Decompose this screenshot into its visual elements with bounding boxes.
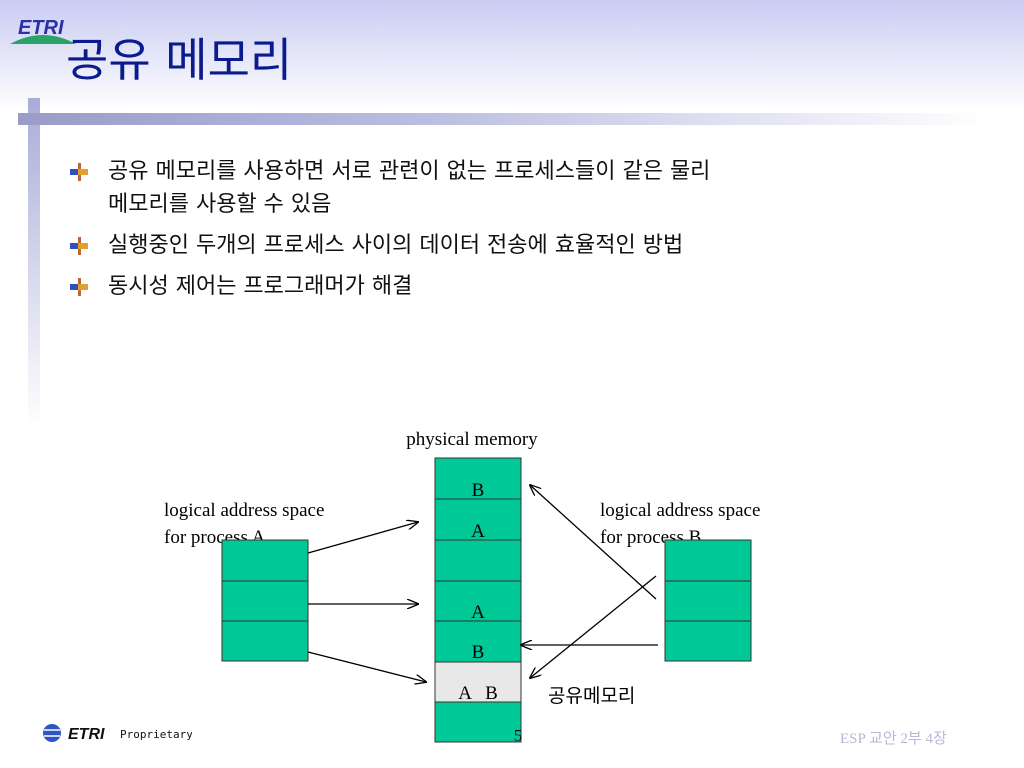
globe-icon — [43, 724, 61, 742]
shared-frame-label: A B — [458, 683, 498, 704]
frame-label: B — [472, 480, 485, 501]
physical-frame — [434, 701, 522, 743]
process-b-page — [664, 580, 752, 622]
physical-frame — [434, 580, 522, 622]
physical-frame — [434, 498, 522, 541]
physical-frame — [434, 539, 522, 582]
bullet-item: 공유 메모리를 사용하면 서로 관련이 없는 프로세스들이 같은 물리 메모리를… — [70, 155, 970, 221]
slide-title: 공유 메모리 — [66, 33, 293, 87]
process-a-page — [221, 620, 309, 662]
process-b-space — [664, 539, 752, 662]
physical-memory-label: physical memory — [406, 429, 538, 450]
arrow-a3 — [307, 651, 426, 682]
bullet-text-line1: 실행중인 두개의 프로세스 사이의 데이터 전송에 효율적인 방법 — [108, 233, 684, 258]
course-label: ESP 교안 2부 4장 — [840, 731, 947, 747]
arrow-b1 — [530, 485, 657, 600]
bullet-item: 동시성 제어는 프로그래머가 해결 — [70, 270, 970, 303]
arrow-a1 — [307, 522, 418, 554]
bullet-icon — [70, 237, 88, 255]
frame-label: A — [471, 602, 485, 623]
header-background — [0, 0, 1024, 110]
bullet-text-line1: 공유 메모리를 사용하면 서로 관련이 없는 프로세스들이 같은 물리 — [108, 159, 711, 184]
logo-text: ETRI — [18, 17, 64, 39]
process-b-page — [664, 620, 752, 662]
page-number: 5 — [514, 726, 523, 745]
process-b-page — [664, 539, 752, 582]
arrow-b2 — [530, 575, 657, 678]
bullet-icon — [70, 163, 88, 181]
process-a-page — [221, 580, 309, 622]
title-rule — [18, 113, 988, 125]
proprietary-label: Proprietary — [120, 728, 192, 741]
bullet-icon — [70, 278, 88, 296]
bullet-text-line1: 동시성 제어는 프로그래머가 해결 — [108, 274, 413, 299]
bullet-list: 공유 메모리를 사용하면 서로 관련이 없는 프로세스들이 같은 물리 메모리를… — [70, 155, 970, 311]
left-label-line1: logical address space — [164, 500, 324, 521]
process-a-space — [221, 539, 309, 662]
left-accent-bar — [28, 98, 40, 428]
footer-logo: ETRI Proprietary — [43, 724, 192, 743]
shared-memory-label: 공유메모리 — [548, 685, 635, 707]
etri-logo: ETRI — [10, 17, 76, 44]
frame-label: A — [471, 521, 485, 542]
process-a-page — [221, 539, 309, 582]
frame-label: B — [472, 642, 485, 663]
right-label-line1: logical address space — [600, 500, 760, 521]
physical-frame — [434, 457, 522, 500]
physical-memory: B A A B A B — [434, 457, 522, 743]
shared-frame — [434, 661, 522, 703]
bullet-item: 실행중인 두개의 프로세스 사이의 데이터 전송에 효율적인 방법 — [70, 229, 970, 262]
footer-logo-text: ETRI — [68, 726, 105, 743]
bullet-text-line2: 메모리를 사용할 수 있음 — [108, 192, 332, 217]
